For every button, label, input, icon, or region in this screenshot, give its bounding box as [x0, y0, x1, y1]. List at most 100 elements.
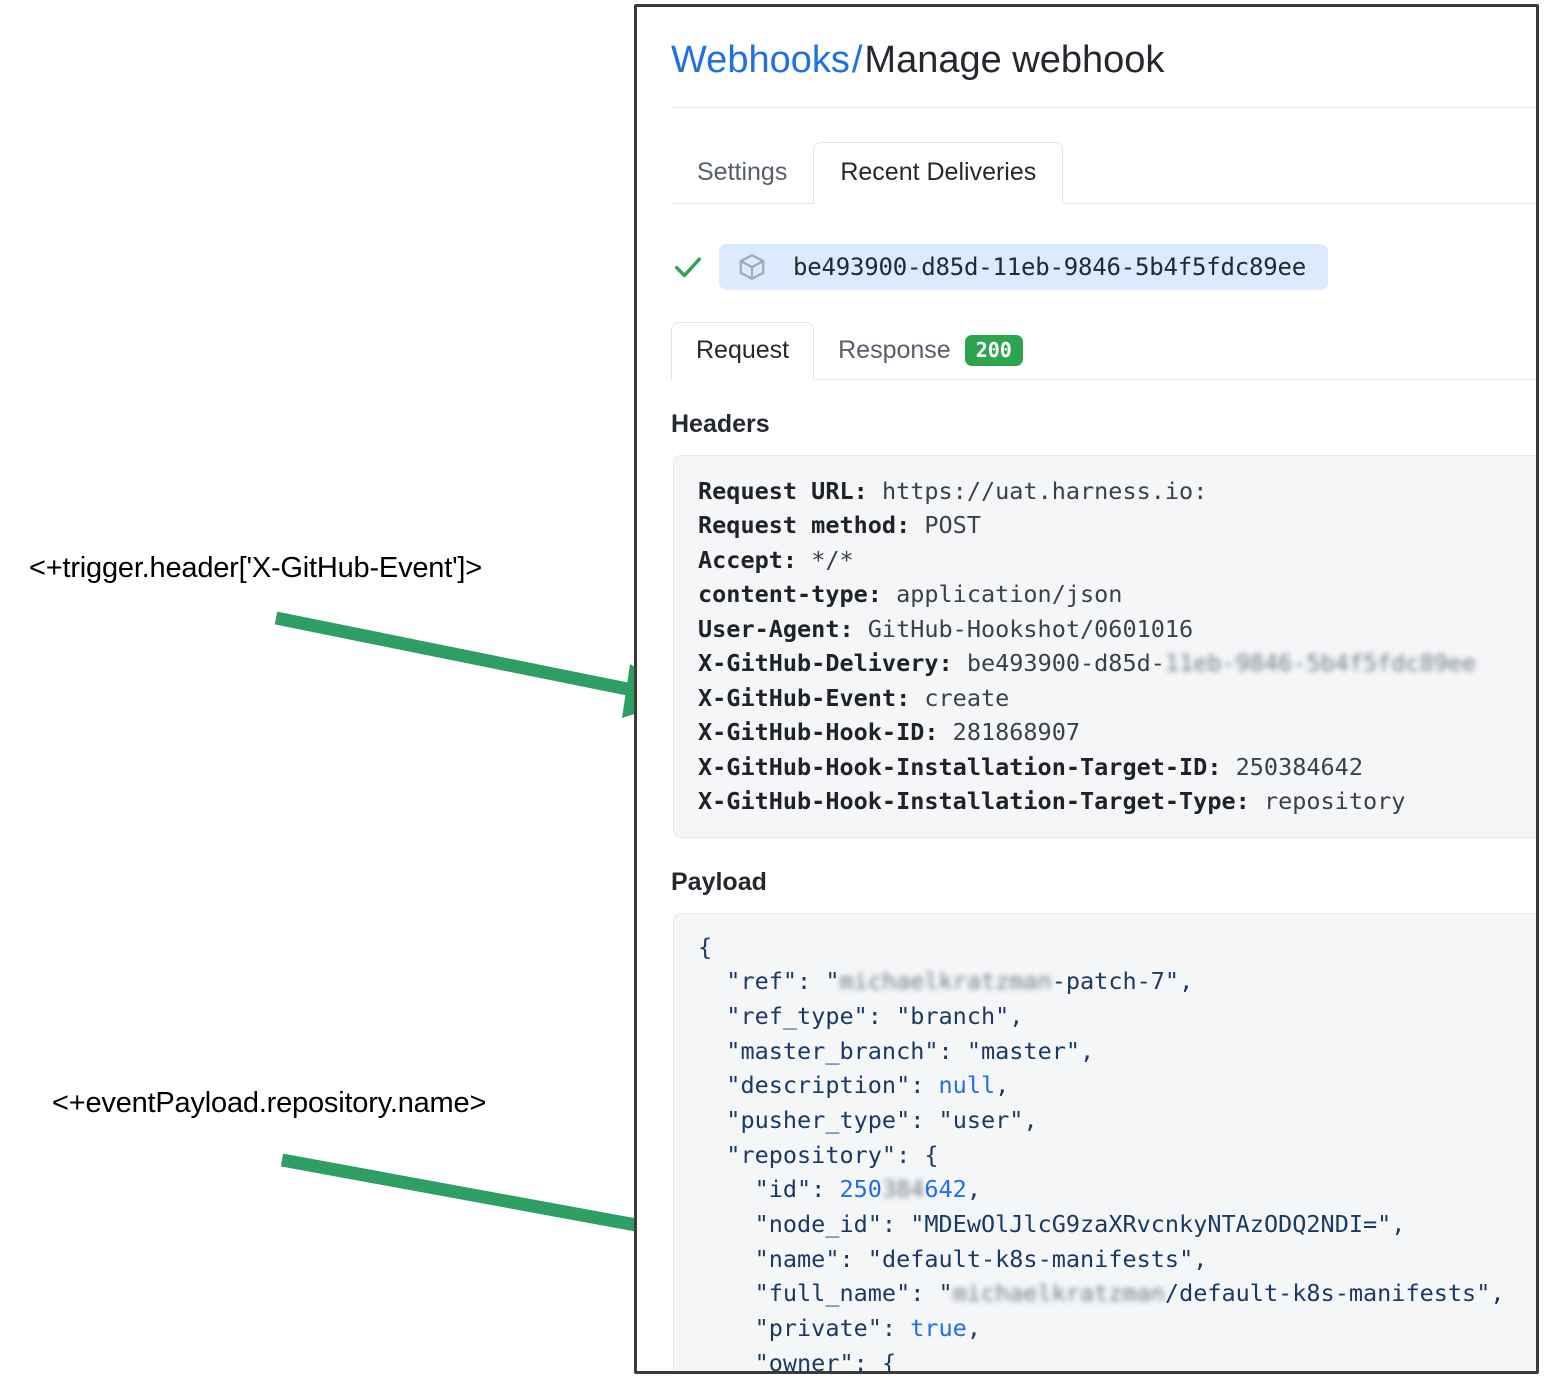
annotation-arrow-to-github-event [274, 611, 685, 718]
webhook-tabs: Settings Recent Deliveries [671, 141, 1536, 204]
tab-response[interactable]: Response 200 [814, 322, 1047, 380]
payload-section-title: Payload [671, 867, 767, 896]
json-quote: " [1164, 967, 1180, 996]
payload-code-block: { "ref": "michaelkratzman-patch-7", "ref… [673, 912, 1536, 1374]
header-key: X-GitHub-Hook-Installation-Target-Type: [698, 787, 1264, 816]
json-comma: , [1391, 1210, 1406, 1239]
header-value: application/json [896, 580, 1123, 609]
status-badge: 200 [964, 335, 1023, 366]
tab-settings[interactable]: Settings [697, 158, 788, 186]
json-key: "pusher_type": [698, 1106, 939, 1135]
json-comma: , [966, 1314, 981, 1343]
headers-code-block: Request URL: https://uat.harness.io: Requ… [673, 454, 1536, 838]
header-row: Accept: */* [698, 543, 1536, 578]
annotation-label-trigger-header: <+trigger.header['X-GitHub-Event']> [29, 552, 483, 584]
json-line: "repository": { [698, 1138, 1536, 1173]
headers-section-title: Headers [671, 409, 770, 438]
json-quote: " [995, 1002, 1010, 1031]
json-string: MDEwOlJlcG9zaXRvcnkyNTAzODQ2NDI= [924, 1210, 1378, 1239]
header-row: X-GitHub-Event: create [698, 681, 1536, 716]
json-quote: " [938, 1106, 953, 1135]
header-row: X-GitHub-Hook-Installation-Target-ID: 25… [698, 750, 1536, 785]
json-number: 642 [924, 1175, 967, 1204]
header-key: Request URL: [698, 476, 882, 505]
delivery-id-chip[interactable]: be493900-d85d-11eb-9846-5b4f5fdc89ee [719, 243, 1328, 290]
json-string: branch [910, 1002, 996, 1031]
json-quote: " [1009, 1106, 1024, 1135]
json-brace: { [698, 932, 713, 961]
json-string: -patch-7 [1051, 967, 1165, 996]
json-comma: , [995, 1071, 1010, 1100]
header-key: Request method: [698, 511, 925, 540]
json-string: user [952, 1106, 1010, 1135]
json-comma: , [1080, 1036, 1095, 1065]
redacted-text: 384 [881, 1175, 925, 1204]
json-quote: " [1179, 1244, 1194, 1273]
json-line: "name": "default-k8s-manifests", [698, 1242, 1536, 1277]
header-value: GitHub-Hookshot/0601016 [867, 614, 1194, 643]
tab-request[interactable]: Request [671, 321, 815, 380]
header-divider [671, 106, 1536, 108]
cube-icon [739, 253, 765, 280]
header-row: X-GitHub-Hook-ID: 281868907 [698, 715, 1536, 750]
json-line: "master_branch": "master", [698, 1034, 1536, 1069]
json-line: "private": true, [698, 1311, 1536, 1346]
header-value: repository [1263, 787, 1406, 816]
json-line: "description": null, [698, 1068, 1536, 1103]
json-quote: " [867, 1244, 882, 1273]
header-value: https://uat.harness.io: [881, 476, 1208, 505]
json-line: "ref": "michaelkratzman-patch-7", [698, 964, 1536, 999]
json-string: /default-k8s-manifests [1164, 1279, 1477, 1308]
json-string: default-k8s-manifests [881, 1244, 1180, 1273]
json-quote: " [1476, 1279, 1491, 1308]
json-key: "ref": [698, 967, 826, 996]
json-quote: " [896, 1002, 911, 1031]
tab-recent-deliveries[interactable]: Recent Deliveries [813, 141, 1064, 204]
breadcrumb-link-webhooks[interactable]: Webhooks [671, 39, 850, 81]
annotation-label-event-payload: <+eventPayload.repository.name> [52, 1087, 487, 1119]
json-key: "master_branch": [698, 1036, 967, 1065]
json-quote: " [1377, 1210, 1392, 1239]
json-literal: null [938, 1071, 996, 1100]
delivery-id-text: be493900-d85d-11eb-9846-5b4f5fdc89ee [793, 252, 1306, 281]
json-quote: " [1065, 1036, 1081, 1065]
redacted-text: 11eb-9846-5b4f5fdc89ee [1164, 649, 1477, 678]
json-quote: " [910, 1210, 925, 1239]
json-line: "node_id": "MDEwOlJlcG9zaXRvcnkyNTAzODQ2… [698, 1207, 1536, 1242]
header-key: X-GitHub-Hook-Installation-Target-ID: [698, 752, 1236, 781]
json-line: "owner": { [698, 1346, 1536, 1374]
json-number: 250 [839, 1175, 882, 1204]
json-comma: , [1179, 967, 1194, 996]
tab-response-label: Response [838, 336, 951, 364]
json-key: "id": [698, 1175, 840, 1204]
header-key: User-Agent: [698, 614, 868, 643]
header-row: X-GitHub-Hook-Installation-Target-Type: … [698, 784, 1536, 819]
json-key: "owner": [698, 1348, 882, 1374]
header-key: X-GitHub-Hook-ID: [698, 718, 953, 747]
breadcrumb-separator: / [851, 39, 863, 81]
json-line: { [698, 930, 1536, 965]
page-title: Manage webhook [864, 39, 1165, 81]
header-value: */* [811, 545, 854, 574]
json-quote: " [825, 967, 840, 996]
header-row: content-type: application/json [698, 577, 1536, 612]
json-comma: , [966, 1175, 981, 1204]
header-row: X-GitHub-Delivery: be493900-d85d-11eb-98… [698, 646, 1536, 681]
github-webhook-panel: Webhooks/Manage webhook Settings Recent … [634, 4, 1539, 1374]
json-key: "name": [698, 1244, 868, 1273]
header-key: content-type: [698, 580, 897, 609]
header-row: User-Agent: GitHub-Hookshot/0601016 [698, 612, 1536, 647]
json-key: "ref_type": [698, 1002, 897, 1031]
header-value: be493900-d85d- [966, 649, 1165, 678]
json-key: "full_name": [698, 1279, 939, 1308]
json-line: "ref_type": "branch", [698, 999, 1536, 1034]
json-line: "full_name": "michaelkratzman/default-k8… [698, 1276, 1536, 1311]
json-line: "pusher_type": "user", [698, 1103, 1536, 1138]
json-comma: , [1009, 1002, 1024, 1031]
delivery-row[interactable]: be493900-d85d-11eb-9846-5b4f5fdc89ee [671, 243, 1536, 290]
json-literal: true [910, 1314, 967, 1343]
json-comma: , [1490, 1279, 1505, 1308]
json-comma: , [1023, 1106, 1038, 1135]
header-value: 281868907 [952, 718, 1081, 747]
json-line: "id": 250384642, [698, 1172, 1536, 1207]
